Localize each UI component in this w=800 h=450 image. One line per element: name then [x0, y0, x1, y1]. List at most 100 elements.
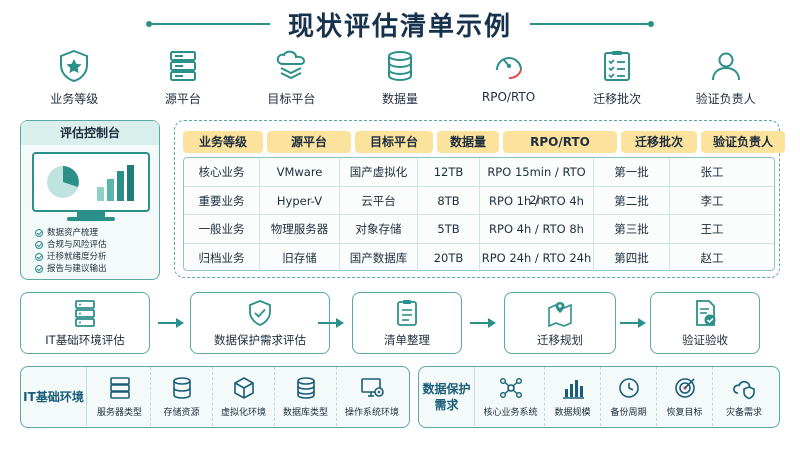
process-flow: IT基础环境评估 数据保护需求评估 清单整理 迁移规划: [20, 292, 780, 354]
dimension-label: 验证负责人: [695, 92, 756, 106]
arrow-right-icon: [470, 318, 496, 328]
check-circle-icon: [35, 253, 43, 261]
network-icon: [499, 378, 522, 399]
table-cell: 王工: [700, 222, 724, 236]
shield-check-icon: [249, 300, 271, 326]
arrow-right-icon: [620, 318, 646, 328]
table-cell: 张工: [700, 165, 724, 179]
table-cell: 8TB: [418, 186, 480, 214]
database-icon: [387, 51, 412, 82]
console-checklist: 数据资产梳理 合规与风险评估 迁移就绪度分析 报告与建议输出: [35, 227, 159, 275]
panel-item-os-environment: 操作系统环境: [337, 367, 407, 426]
cloud-shield-icon: [733, 380, 755, 400]
flow-step-label: 验证验收: [682, 333, 728, 347]
table-cell: 云平台: [340, 186, 418, 214]
table-header-cell: 目标平台: [355, 131, 433, 153]
panel-item-label: 备份周期: [610, 408, 647, 418]
database-icon: [172, 377, 191, 399]
table-cell: VMware: [260, 158, 340, 186]
clock-icon: [618, 378, 639, 398]
table-cell: RPO 4h / RTO 8h: [480, 215, 594, 243]
flow-step-inventory: 清单整理: [352, 292, 462, 354]
document-check-icon: [696, 300, 716, 326]
flow-step-migration-planning: 迁移规划: [504, 292, 616, 354]
table-cell: 20TB: [418, 243, 480, 272]
table-cell: 国产数据库: [340, 243, 418, 272]
table-row: 核心业务 VMware 国产虚拟化 12TB RPO 15min / RTO 2…: [184, 158, 774, 207]
bar-chart-icon: [562, 380, 584, 399]
table-header-cell: 业务等级: [183, 131, 263, 153]
dimension-migration-batch: 迁移批次: [567, 48, 667, 110]
table-header-cell: RPO/RTO: [503, 131, 617, 153]
dimension-icon-row: 业务等级 源平台 目标平台 数据量: [20, 48, 780, 110]
table-cell: 重要业务: [184, 186, 260, 214]
table-cell: 国产虚拟化: [340, 158, 418, 186]
panel-item-recovery-target: 恢复目标: [657, 367, 713, 426]
it-environment-panel: IT基础环境 服务器类型 存储资源 虚拟化环境: [20, 366, 410, 428]
title-divider-right: [530, 21, 654, 27]
panel-item-virtualization: 虚拟化环境: [213, 367, 275, 426]
dimension-verify-owner: 验证负责人: [676, 48, 776, 110]
check-circle-icon: [35, 229, 43, 237]
table-row: 归档业务 旧存储 国产数据库 20TB RPO 24h / RTO 24h 第四…: [184, 243, 774, 272]
arrow-right-icon: [318, 318, 344, 328]
table-header-cell: 数据量: [437, 131, 499, 153]
table-cell: 旧存储: [260, 243, 340, 272]
table-cell: Hyper-V: [260, 186, 340, 214]
flow-step-label: 数据保护需求评估: [214, 333, 306, 347]
panel-title: 数据保护 需求: [419, 367, 475, 426]
flow-step-protection-assessment: 数据保护需求评估: [190, 292, 330, 354]
table-header-row: 业务等级 源平台 目标平台 数据量 RPO/RTO 迁移批次 验证负责人: [183, 131, 789, 153]
panel-item-database-type: 数据库类型: [275, 367, 337, 426]
table-header-cell: 源平台: [267, 131, 351, 153]
flow-step-verification: 验证验收: [650, 292, 760, 354]
flow-step-label: IT基础环境评估: [45, 333, 125, 347]
dimension-label: RPO/RTO: [481, 90, 536, 104]
panel-item-label: 虚拟化环境: [220, 408, 266, 418]
person-icon: [711, 52, 740, 81]
panel-title: IT基础环境: [21, 367, 87, 426]
table-header-cell: 验证负责人: [701, 131, 785, 153]
flow-step-label: 清单整理: [384, 333, 430, 347]
console-item: 数据资产梳理: [35, 227, 159, 239]
panel-item-server-type: 服务器类型: [89, 367, 151, 426]
table-body: 核心业务 VMware 国产虚拟化 12TB RPO 15min / RTO 2…: [183, 157, 775, 272]
page-title: 现状评估清单示例: [287, 11, 512, 42]
data-protection-panel: 数据保护 需求 核心业务系统: [418, 366, 780, 428]
panel-item-core-systems: 核心业务系统: [477, 367, 545, 426]
panel-item-backup-cycle: 备份周期: [601, 367, 657, 426]
server-icon: [75, 300, 95, 327]
server-icon: [109, 377, 130, 399]
assessment-table: 业务等级 源平台 目标平台 数据量 RPO/RTO 迁移批次 验证负责人 核心业…: [174, 120, 785, 278]
table-cell: 第四批: [594, 243, 670, 272]
table-cell: 核心业务: [184, 158, 260, 186]
database-icon: [296, 377, 315, 399]
flow-step-it-assessment: IT基础环境评估: [20, 292, 150, 354]
table-cell: 第三批: [594, 215, 670, 243]
table-cell: 12TB: [418, 158, 480, 186]
cube-icon: [233, 377, 254, 399]
panel-item-label: 操作系统环境: [344, 408, 399, 418]
server-icon: [169, 51, 196, 81]
console-item: 合规与风险评估: [35, 239, 159, 251]
table-cell: 5TB: [418, 215, 480, 243]
table-cell: 第二批: [594, 186, 670, 214]
shield-star-icon: [60, 49, 89, 83]
console-item: 报告与建议输出: [35, 263, 159, 275]
table-cell: 一般业务: [184, 215, 260, 243]
table-cell: RPO 1h / RTO 4h: [480, 186, 594, 214]
dimension-source-platform: 源平台: [133, 48, 233, 110]
console-title: 评估控制台: [21, 121, 159, 145]
cloud-stack-icon: [277, 50, 306, 80]
panel-item-data-scale: 数据规模: [545, 367, 601, 426]
table-header-cell: 迁移批次: [621, 131, 697, 153]
dimension-label: 数据量: [381, 92, 418, 106]
dimension-business-level: 业务等级: [24, 48, 124, 110]
panel-item-label: 数据库类型: [282, 408, 328, 418]
panel-item-label: 服务器类型: [96, 408, 142, 418]
panel-item-dr-requirement: 灾备需求: [713, 367, 775, 426]
flow-step-label: 迁移规划: [537, 333, 583, 347]
table-cell: 赵工: [700, 250, 724, 265]
table-cell: 物理服务器: [260, 215, 340, 243]
console-item: 迁移就绪度分析: [35, 251, 159, 263]
